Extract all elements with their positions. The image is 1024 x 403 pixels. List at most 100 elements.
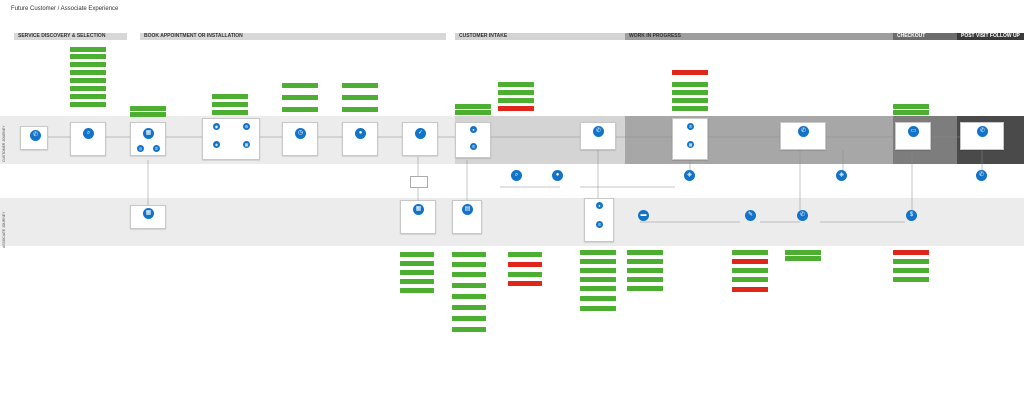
note xyxy=(70,86,106,91)
stage-post-visit-follow-up: POST VISIT FOLLOW UP xyxy=(957,33,1024,40)
phone-icon: ✆ xyxy=(798,126,809,137)
note xyxy=(508,272,542,277)
note xyxy=(452,316,486,321)
note xyxy=(400,252,434,257)
step-card: ▭ xyxy=(895,122,931,150)
phone-icon: ✆ xyxy=(593,126,604,137)
user-icon: ● xyxy=(470,126,477,133)
step-card: ✆ xyxy=(580,122,616,150)
note xyxy=(212,102,248,107)
globe-icon: ◎ xyxy=(137,145,144,152)
note xyxy=(282,83,318,88)
dollar-icon: $ xyxy=(906,210,917,221)
note xyxy=(498,90,534,95)
phone-icon: ✆ xyxy=(30,130,41,141)
note xyxy=(508,262,542,267)
note xyxy=(732,250,768,255)
check-icon: ✓ xyxy=(415,128,426,139)
services-icon: ⚙ xyxy=(243,123,250,130)
clock-icon: ◷ xyxy=(295,128,306,139)
note xyxy=(282,107,318,112)
stage-checkout: CHECKOUT xyxy=(893,33,957,40)
car-icon: ◈ xyxy=(836,170,847,181)
phone-icon: ✆ xyxy=(596,221,603,228)
note xyxy=(672,82,708,87)
note xyxy=(732,277,768,282)
stage-customer-intake: CUSTOMER INTAKE xyxy=(455,33,625,40)
note xyxy=(498,82,534,87)
phone-icon: ✆ xyxy=(797,210,808,221)
small-card xyxy=(410,176,428,188)
step-card: ▤ xyxy=(452,200,482,234)
note xyxy=(452,294,486,299)
phone-icon: ✆ xyxy=(977,126,988,137)
note xyxy=(455,110,491,115)
note xyxy=(580,277,616,282)
note xyxy=(452,305,486,310)
location-icon: ◉ xyxy=(213,123,220,130)
note xyxy=(785,250,821,255)
wrench-icon: ✎ xyxy=(745,210,756,221)
calendar-icon: ▦ xyxy=(413,204,424,215)
note xyxy=(732,287,768,292)
note xyxy=(893,268,929,273)
payment-icon: ▭ xyxy=(908,126,919,137)
stage-work-in-progress: WORK IN PROGRESS xyxy=(625,33,893,40)
page-title: Future Customer / Associate Experience xyxy=(11,6,119,12)
note xyxy=(580,250,616,255)
stage-service-discovery: SERVICE DISCOVERY & SELECTION xyxy=(14,33,127,40)
vehicle-icon: ◈ xyxy=(213,141,220,148)
note xyxy=(498,98,534,103)
note xyxy=(130,106,166,111)
phone-icon: ✆ xyxy=(976,170,987,181)
note xyxy=(580,296,616,301)
step-card: ◉ ⚙ ◈ ▦ xyxy=(202,118,260,160)
note xyxy=(400,288,434,293)
note xyxy=(498,106,534,111)
car-icon: ◈ xyxy=(684,170,695,181)
note xyxy=(70,54,106,59)
calendar-icon: ▦ xyxy=(143,208,154,219)
note xyxy=(452,252,486,257)
note xyxy=(452,327,486,332)
note xyxy=(342,107,378,112)
search-icon: ⌕ xyxy=(511,170,522,181)
note xyxy=(627,268,663,273)
note xyxy=(672,98,708,103)
note xyxy=(400,261,434,266)
note xyxy=(70,94,106,99)
step-card: ✆ xyxy=(20,126,48,150)
note xyxy=(893,104,929,109)
note xyxy=(785,256,821,261)
note xyxy=(580,286,616,291)
note xyxy=(508,252,542,257)
step-card: ▦ xyxy=(130,205,166,229)
step-card: ● xyxy=(342,122,378,156)
note xyxy=(452,272,486,277)
note xyxy=(282,95,318,100)
note xyxy=(672,70,708,75)
note xyxy=(627,277,663,282)
note xyxy=(452,262,486,267)
truck-icon: ▬ xyxy=(638,210,649,221)
step-card: ✆ xyxy=(780,122,826,150)
note xyxy=(893,110,929,115)
note xyxy=(627,259,663,264)
step-card: ✆ ▦ xyxy=(672,118,708,160)
note xyxy=(70,70,106,75)
note xyxy=(893,250,929,255)
step-card: ● ✆ xyxy=(455,122,491,158)
step-card: ● ✆ xyxy=(584,198,614,242)
note xyxy=(732,268,768,273)
document-icon: ▤ xyxy=(462,204,473,215)
date-icon: ▦ xyxy=(243,141,250,148)
users-icon: ● xyxy=(552,170,563,181)
note xyxy=(400,279,434,284)
stage-book-appointment: BOOK APPOINTMENT OR INSTALLATION xyxy=(140,33,446,40)
note xyxy=(893,277,929,282)
phone-icon: ✆ xyxy=(153,145,160,152)
note xyxy=(70,102,106,107)
note xyxy=(212,94,248,99)
